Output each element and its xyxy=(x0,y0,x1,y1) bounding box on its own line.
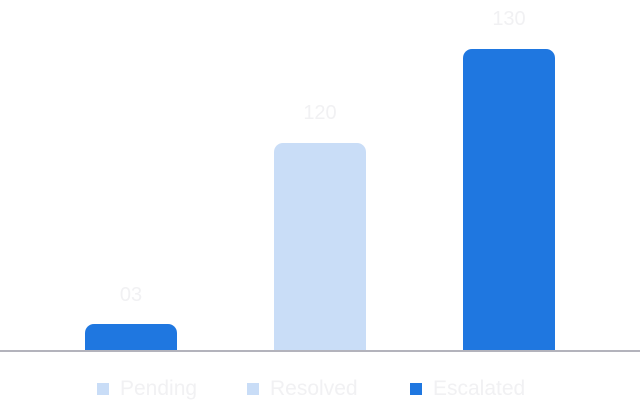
legend-label-escalated: Escalated xyxy=(433,377,526,400)
legend-item-resolved[interactable]: Resolved xyxy=(247,376,358,402)
bar-chart: 03 120 130 xyxy=(0,8,640,352)
legend-swatch-pending xyxy=(97,383,109,395)
legend-label-resolved: Resolved xyxy=(270,377,358,400)
legend-swatch-resolved xyxy=(247,383,259,395)
legend-item-escalated[interactable]: Escalated xyxy=(410,376,525,402)
value-label-resolved: 120 xyxy=(303,102,337,124)
value-label-pending: 03 xyxy=(119,284,143,306)
legend-label-pending: Pending xyxy=(120,377,198,400)
bar-resolved[interactable] xyxy=(274,143,366,350)
bar-escalated[interactable] xyxy=(463,49,555,350)
value-label-escalated: 130 xyxy=(492,8,526,30)
legend-item-pending[interactable]: Pending xyxy=(97,376,197,402)
legend-swatch-escalated xyxy=(410,383,422,395)
bar-pending[interactable] xyxy=(85,324,177,350)
chart-legend: Pending Resolved Escalated xyxy=(0,376,640,402)
x-axis-baseline xyxy=(0,350,640,352)
